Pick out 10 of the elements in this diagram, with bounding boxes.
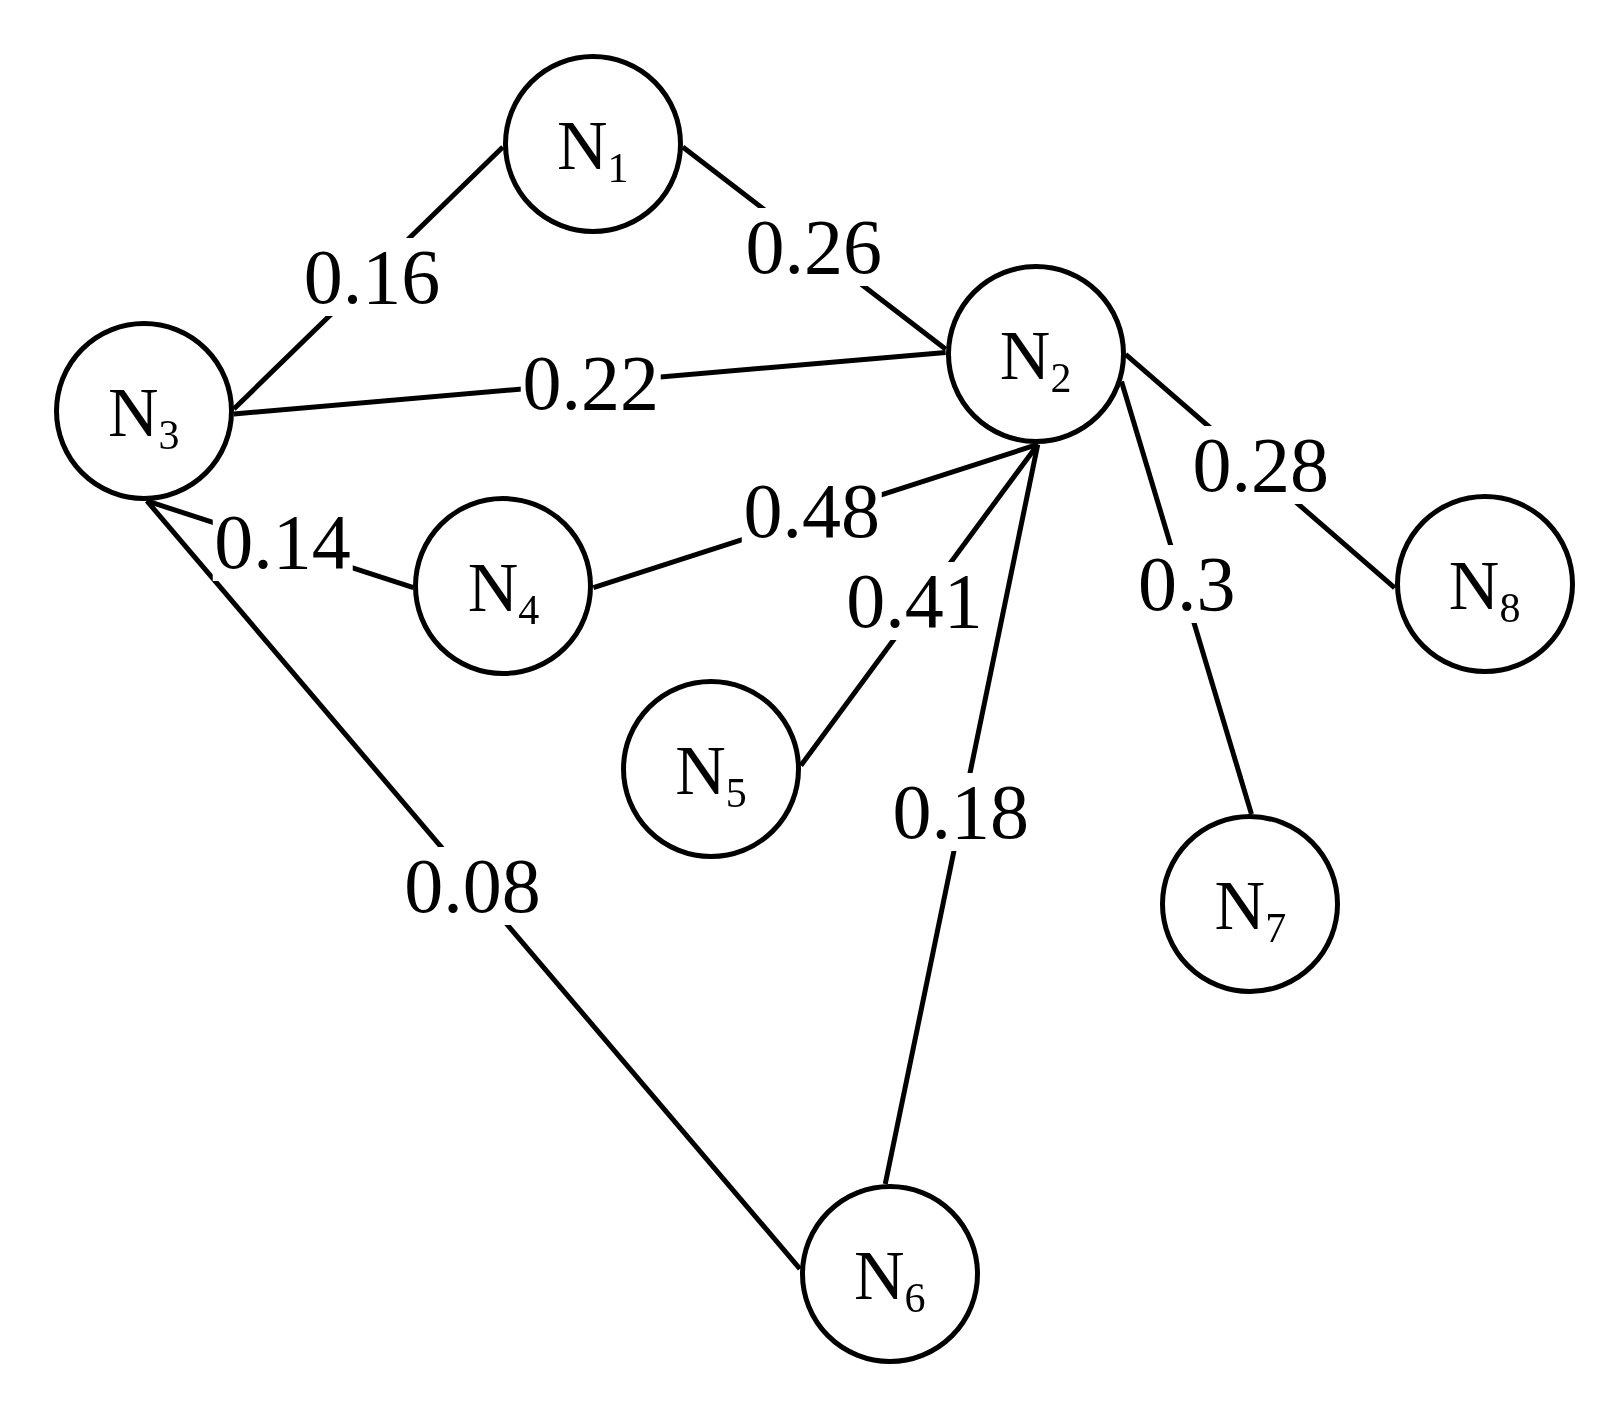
edge-line	[145, 499, 802, 1271]
node-label: N$_{1}$	[557, 110, 629, 181]
node-label: N$_{8}$	[1448, 550, 1521, 621]
node-label: N$_{2}$	[999, 321, 1072, 392]
node-label: N$_{3}$	[108, 377, 180, 448]
node-label: N$_{7}$	[1214, 871, 1287, 942]
node-label: N$_{4}$	[467, 552, 540, 623]
edge-line	[882, 443, 1041, 1185]
node-label: N$_{5}$	[675, 735, 747, 806]
node-label: N$_{6}$	[853, 1241, 926, 1311]
